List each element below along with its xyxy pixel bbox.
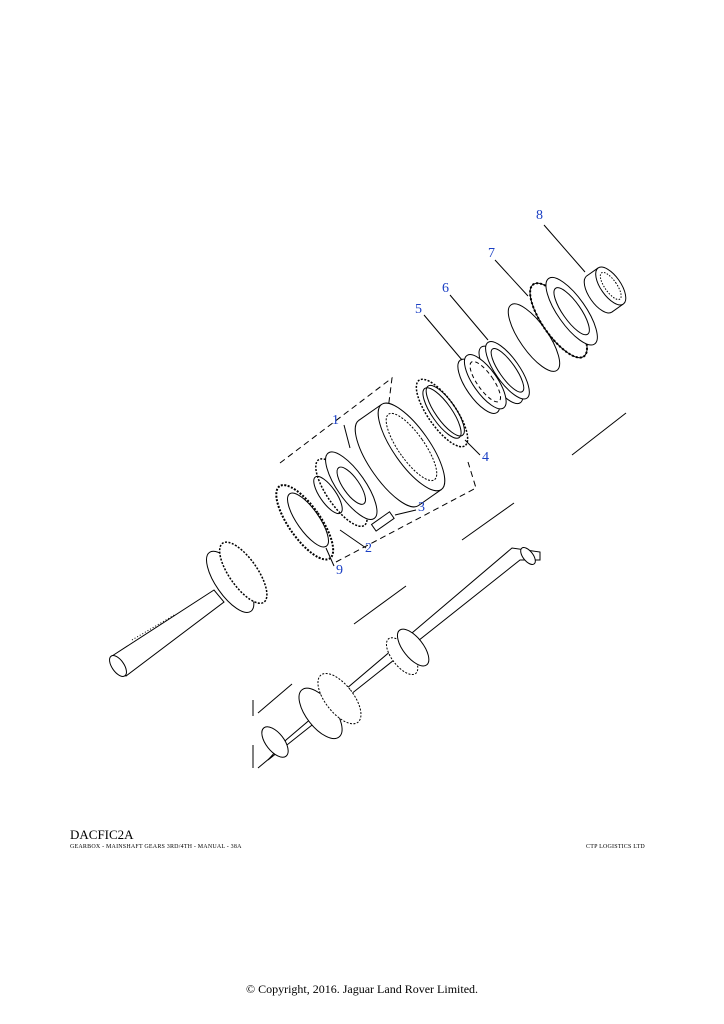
part-1-group-bracket xyxy=(279,376,393,464)
part-1-group-bracket-lower xyxy=(335,461,477,563)
axis-line xyxy=(257,683,293,714)
part-7-gear xyxy=(507,276,598,372)
part-9-baulk-ring xyxy=(275,484,335,561)
callout-5: 5 xyxy=(415,302,422,317)
axis-line xyxy=(571,412,627,456)
callout-2: 2 xyxy=(365,541,372,556)
axis-line xyxy=(353,585,407,625)
part-2-spring xyxy=(313,475,343,515)
callout-7: 7 xyxy=(488,246,495,261)
axis-line xyxy=(461,502,515,541)
callout-1: 1 xyxy=(332,413,339,428)
part-3-key xyxy=(370,511,395,532)
mainshaft xyxy=(261,547,541,761)
diagram-code: DACFIC2A xyxy=(70,827,134,842)
part-5-synchro-ring xyxy=(457,354,507,414)
part-6-baulk-ring xyxy=(478,341,530,405)
callout-6: 6 xyxy=(442,281,449,296)
callout-4: 4 xyxy=(482,450,489,465)
input-shaft xyxy=(109,541,268,677)
leader-lines xyxy=(325,224,586,567)
callout-9: 9 xyxy=(336,563,343,578)
diagram-description: GEARBOX - MAINSHAFT GEARS 3RD/4TH - MANU… xyxy=(70,844,242,850)
copyright-notice: © Copyright, 2016. Jaguar Land Rover Lim… xyxy=(245,982,479,996)
part-4-baulk-ring xyxy=(415,378,469,448)
publisher-label: CTP LOGISTICS LTD xyxy=(586,844,645,850)
callout-3: 3 xyxy=(418,500,425,515)
part-1-synchro-sleeve xyxy=(354,402,446,508)
part-8-needle-bearing xyxy=(583,266,627,314)
part-1-synchro-hub xyxy=(315,451,378,528)
callout-8: 8 xyxy=(536,208,543,223)
